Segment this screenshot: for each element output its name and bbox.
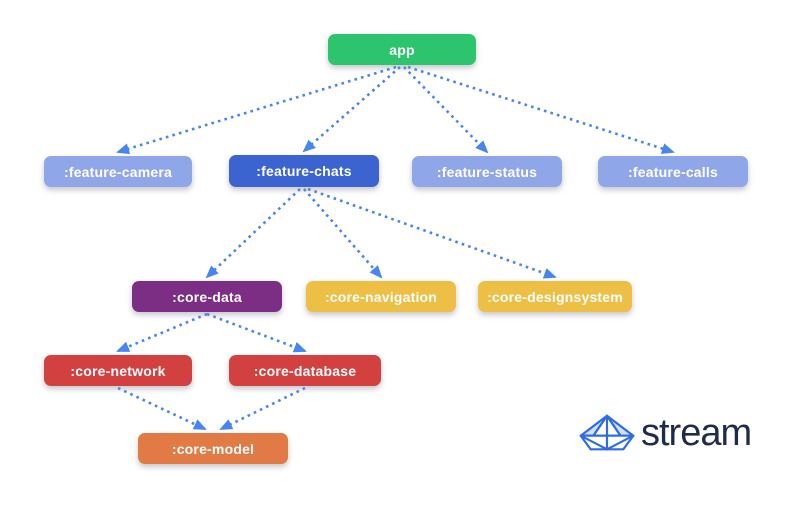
edge-feature-chats-core-navigation	[303, 188, 383, 279]
node-core-designsystem: :core-designsystem	[478, 281, 632, 312]
edge-core-database-core-model	[219, 386, 306, 431]
node-core-model: :core-model	[138, 433, 288, 464]
edge-app-feature-status	[403, 66, 489, 154]
edge-app-feature-chats	[302, 66, 401, 153]
node-feature-chats: :feature-chats	[229, 155, 379, 187]
edge-app-feature-calls	[407, 65, 675, 154]
node-app: app	[328, 34, 476, 65]
stream-boat-icon	[579, 414, 635, 451]
edge-core-data-core-database	[206, 312, 307, 353]
edge-feature-chats-core-data	[205, 188, 301, 279]
edge-core-data-core-network	[116, 312, 208, 353]
node-core-navigation: :core-navigation	[306, 281, 456, 312]
node-core-data: :core-data	[132, 281, 282, 312]
edge-feature-chats-core-designsystem	[307, 187, 557, 279]
node-feature-calls: :feature-calls	[598, 156, 748, 187]
stream-logo: stream	[578, 411, 752, 455]
node-feature-camera: :feature-camera	[44, 156, 192, 187]
node-feature-status: :feature-status	[412, 156, 562, 187]
edge-core-network-core-model	[117, 386, 207, 431]
node-core-network: :core-network	[44, 355, 192, 386]
node-core-database: :core-database	[229, 355, 381, 386]
edge-app-feature-camera	[116, 65, 397, 155]
stream-logo-text: stream	[641, 412, 752, 454]
